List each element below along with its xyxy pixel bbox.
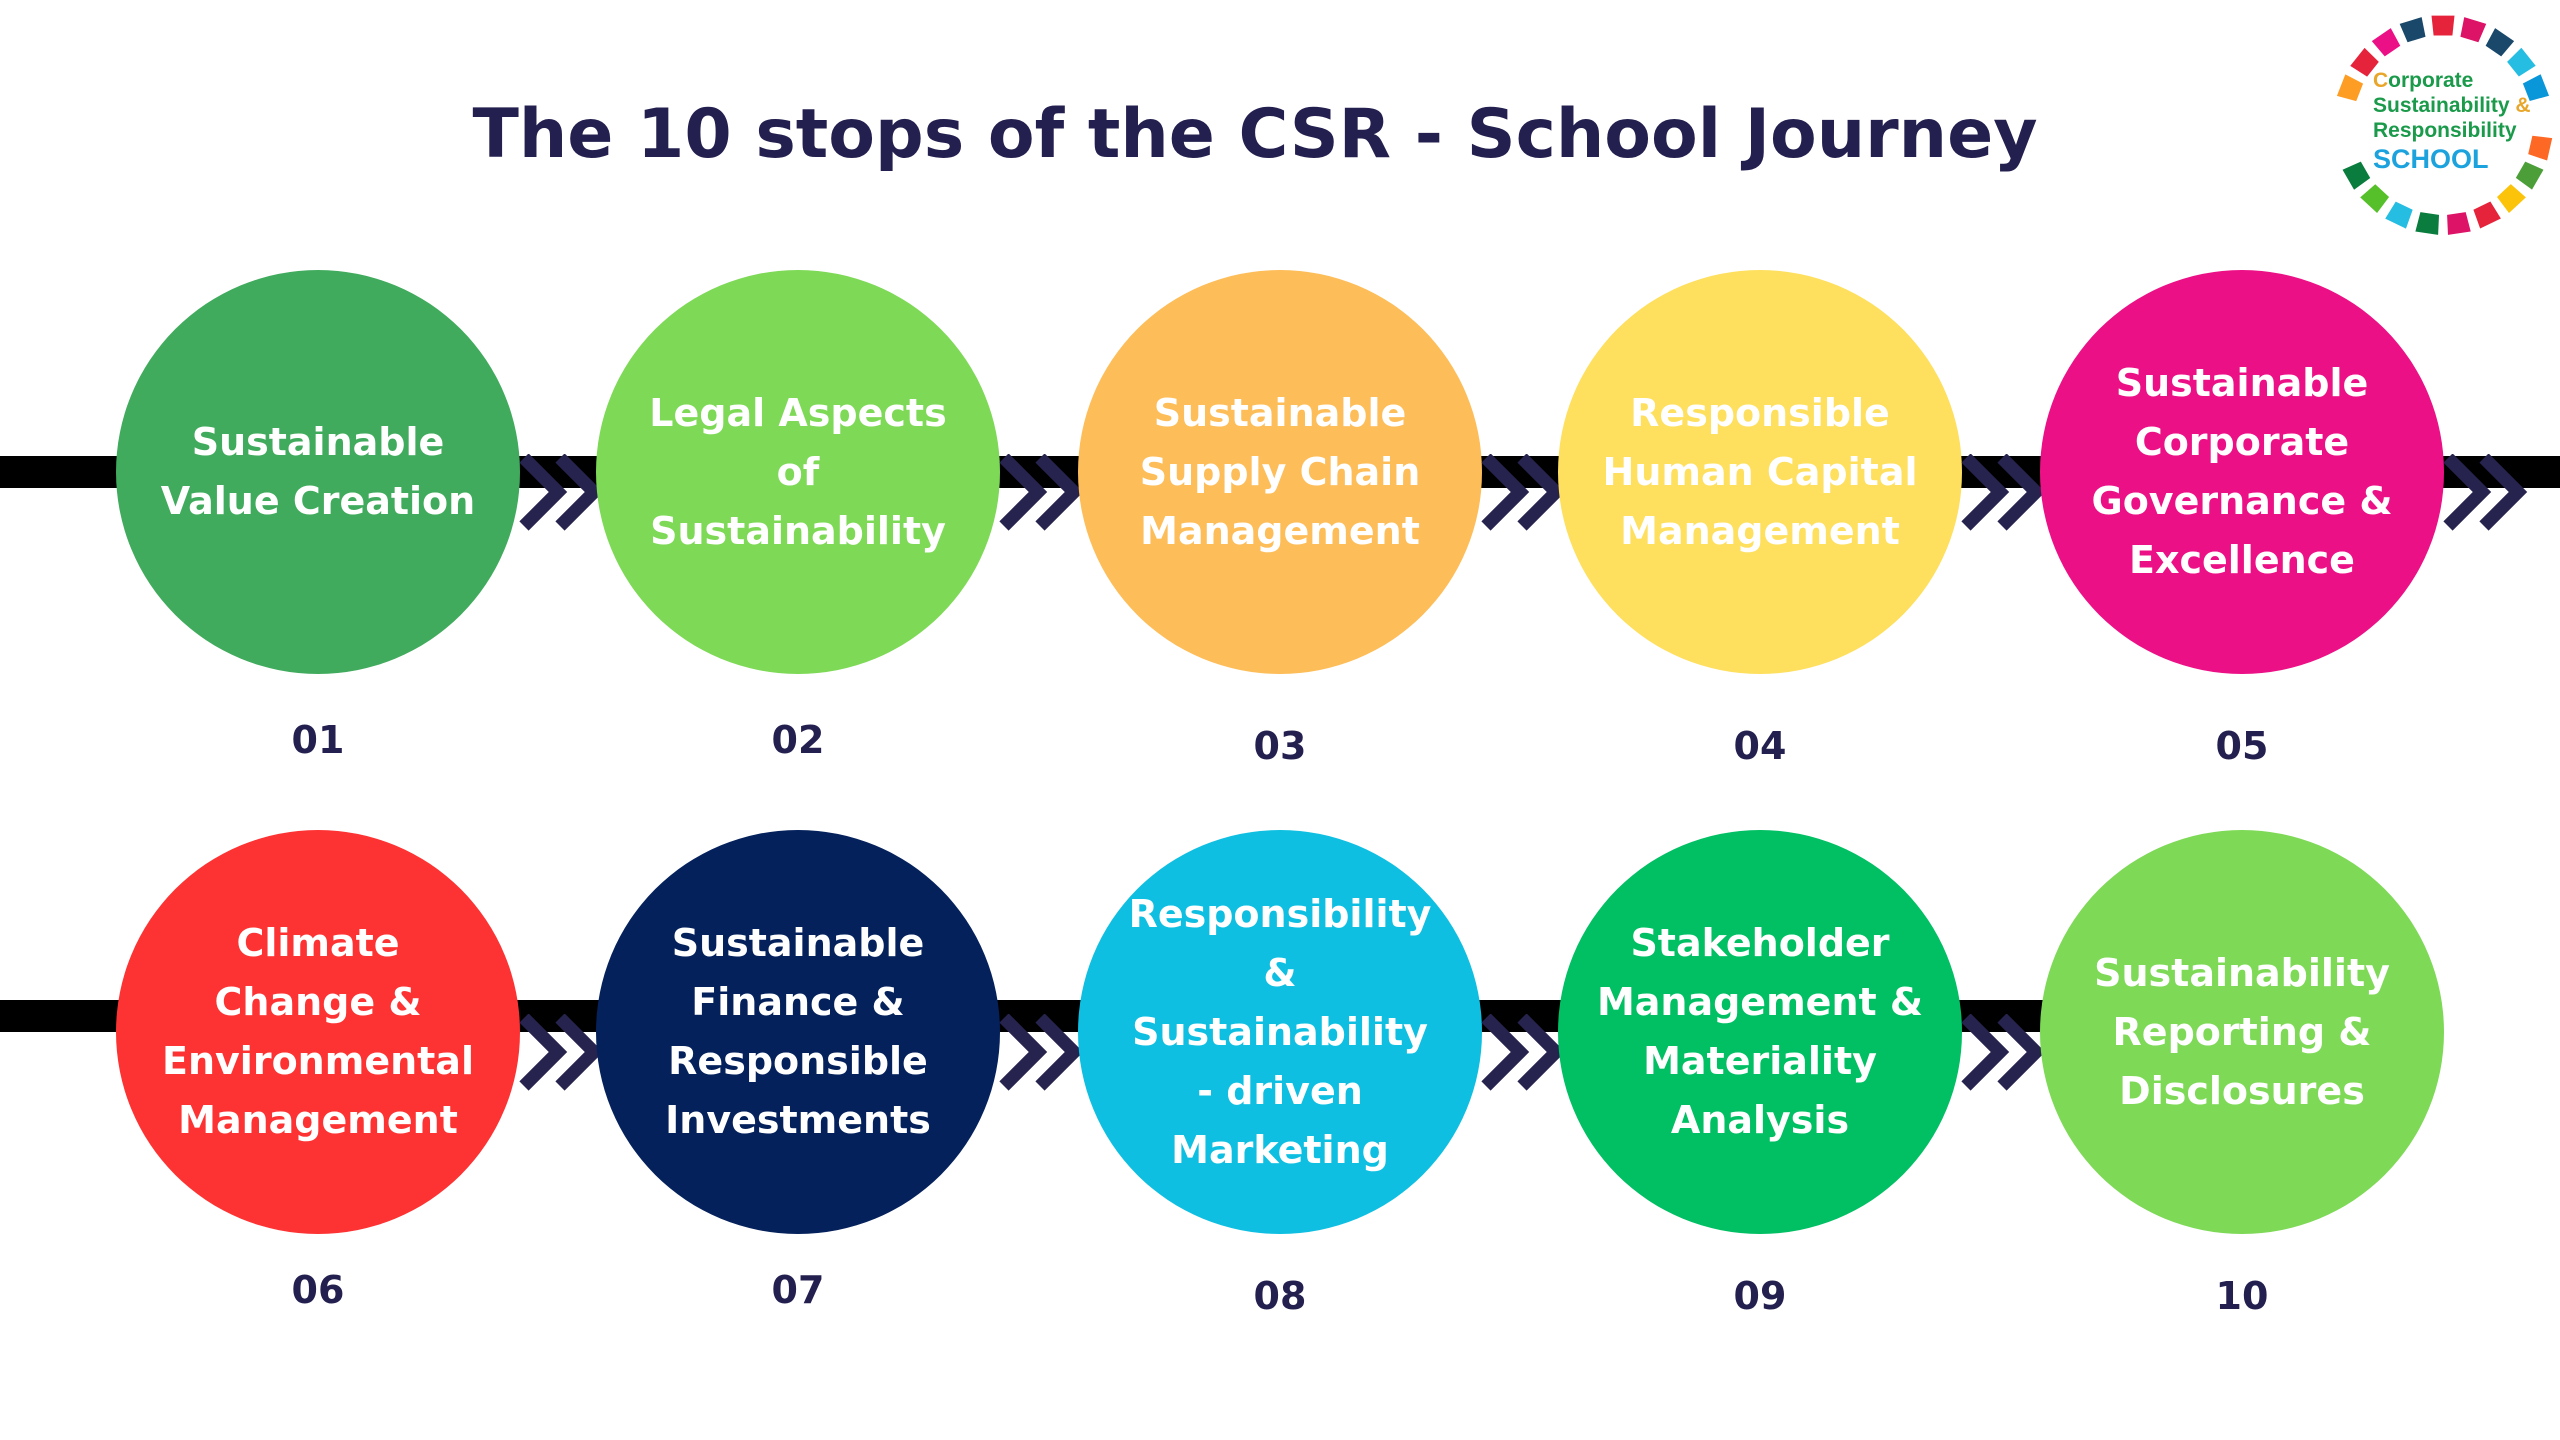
stop-circle-08: Responsibility & Sustainability - driven… xyxy=(1078,830,1482,1234)
double-chevron-arrow-icon xyxy=(999,1014,1084,1091)
stop-label: Responsible Human Capital Management xyxy=(1602,390,1918,553)
stop-circle-09: Stakeholder Management & Materiality Ana… xyxy=(1558,830,1962,1234)
double-chevron-arrow-icon xyxy=(519,1014,604,1091)
double-chevron-arrow-icon xyxy=(1961,454,2046,531)
logo-ring-segment xyxy=(2342,161,2371,190)
logo-ring-segment xyxy=(2371,28,2401,57)
stop-number: 07 xyxy=(771,1268,825,1312)
stop-number: 03 xyxy=(1253,724,1307,768)
stop-number: 02 xyxy=(771,718,825,762)
stop-label: Sustainability Reporting & Disclosures xyxy=(2094,950,2390,1113)
stop-number: 06 xyxy=(291,1268,345,1312)
logo-ring-segment xyxy=(2507,47,2536,77)
logo-ring-segment xyxy=(2431,15,2455,36)
logo-ring-segment xyxy=(2360,184,2390,214)
stop-circle-06: Climate Change & Environmental Managemen… xyxy=(116,830,520,1234)
logo-ring-segment xyxy=(2399,17,2426,43)
logo-line-4: SCHOOL xyxy=(2373,144,2489,174)
stop-circle-05: Sustainable Corporate Governance & Excel… xyxy=(2040,270,2444,674)
logo-ring-segment xyxy=(2350,47,2379,77)
stop-circle-03: Sustainable Supply Chain Management xyxy=(1078,270,1482,674)
logo-ring-segment xyxy=(2485,28,2515,57)
stop-number: 04 xyxy=(1733,724,1787,768)
stop-circle-01: Sustainable Value Creation xyxy=(116,270,520,674)
stop-number: 01 xyxy=(291,718,345,762)
csr-school-logo-ring xyxy=(2336,15,2553,235)
csr-school-logo: Corporate Sustainability & Responsibilit… xyxy=(2373,68,2531,175)
double-chevron-arrow-icon xyxy=(1481,454,1566,531)
stop-label: Sustainable Corporate Governance & Excel… xyxy=(2091,361,2393,582)
stop-circle-07: Sustainable Finance & Responsible Invest… xyxy=(596,830,1000,1234)
double-chevron-arrow-icon xyxy=(1481,1014,1566,1091)
stop-label: Climate Change & Environmental Managemen… xyxy=(162,921,474,1142)
logo-ring-segment xyxy=(2415,212,2440,235)
stop-label: Sustainable Finance & Responsible Invest… xyxy=(665,921,931,1142)
logo-ring-segment xyxy=(2528,135,2553,161)
logo-ring-segment xyxy=(2473,201,2501,229)
stop-label: Sustainable Supply Chain Management xyxy=(1139,390,1421,553)
logo-ring-segment xyxy=(2447,212,2471,235)
logo-ring-segment xyxy=(2497,184,2526,213)
logo-ring-segment xyxy=(2460,17,2487,43)
double-chevron-arrow-icon xyxy=(2443,454,2528,531)
stop-label: Sustainable Value Creation xyxy=(160,420,476,523)
logo-line-1: Corporate xyxy=(2373,69,2474,92)
logo-line-2: Sustainability & xyxy=(2373,94,2531,117)
stop-label: Responsibility & Sustainability - driven… xyxy=(1128,891,1432,1172)
logo-line-3: Responsibility xyxy=(2373,119,2517,142)
logo-ring-segment xyxy=(2522,74,2550,102)
double-chevron-arrow-icon xyxy=(999,454,1084,531)
stop-circle-02: Legal Aspects of Sustainability xyxy=(596,270,1000,674)
stop-circle-04: Responsible Human Capital Management xyxy=(1558,270,1962,674)
stop-number: 05 xyxy=(2215,724,2269,768)
stop-label: Stakeholder Management & Materiality Ana… xyxy=(1596,921,1924,1142)
logo-ring-segment xyxy=(2515,161,2544,190)
stop-label: Legal Aspects of Sustainability xyxy=(649,390,947,553)
page-title: The 10 stops of the CSR - School Journey xyxy=(472,95,2038,174)
stop-number: 10 xyxy=(2215,1274,2269,1318)
double-chevron-arrow-icon xyxy=(1961,1014,2046,1091)
stop-circle-10: Sustainability Reporting & Disclosures xyxy=(2040,830,2444,1234)
logo-ring-segment xyxy=(2336,74,2364,102)
stop-number: 09 xyxy=(1733,1274,1787,1318)
double-chevron-arrow-icon xyxy=(519,454,604,531)
logo-ring-segment xyxy=(2385,201,2413,229)
stop-number: 08 xyxy=(1253,1274,1307,1318)
